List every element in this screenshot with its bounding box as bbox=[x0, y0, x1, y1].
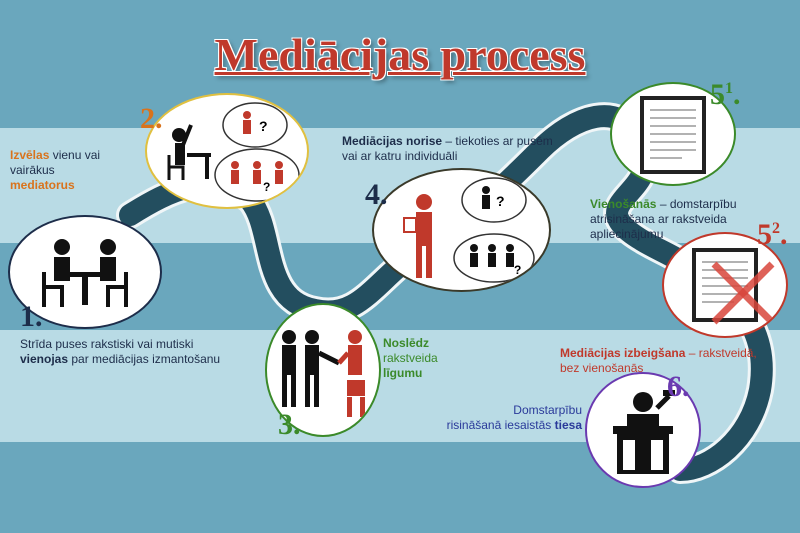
step-6-bold: tiesa bbox=[554, 418, 582, 432]
judge-icon bbox=[613, 390, 675, 474]
step-3-number: 3. bbox=[278, 408, 301, 441]
step-6-text: Domstarpību risināšanā iesaistās tiesa bbox=[440, 403, 582, 433]
step-5-1-rest: – domstarpību bbox=[656, 197, 737, 211]
handshake-icon bbox=[282, 330, 365, 417]
step-2-mid: vienu vai vairākus bbox=[10, 148, 101, 177]
step-4-illustration: ? ? bbox=[403, 177, 535, 283]
step-4-text: Mediācijas norise – tiekoties ar pusēm v… bbox=[342, 134, 582, 164]
step-3-line2: rakstveida bbox=[383, 351, 438, 365]
step-3-text: Noslēdz rakstveida līgumu bbox=[383, 336, 463, 381]
step-2-text: Izvēlas vienu vai vairākus mediatorus bbox=[10, 148, 145, 193]
step-4-bubble: ? ? bbox=[372, 168, 551, 292]
step-1-number: 1. bbox=[20, 300, 43, 333]
crossed-document-icon bbox=[692, 248, 775, 325]
step-5-1-num: 5 bbox=[710, 78, 725, 111]
svg-text:?: ? bbox=[263, 180, 270, 194]
step-5-2-num: 5 bbox=[757, 218, 772, 251]
step-5-1-line3: apliecinājumu bbox=[590, 227, 664, 241]
step-5-2-bold: Mediācijas izbeigšana bbox=[560, 346, 686, 360]
group-question-icon: ? bbox=[231, 161, 283, 194]
step-4-bold: Mediācijas norise bbox=[342, 134, 443, 148]
step-5-2-number: 52. bbox=[757, 218, 788, 252]
step-5-1-bold: Vienošanās bbox=[590, 197, 657, 211]
step-2-number: 2. bbox=[140, 102, 163, 135]
person-question-icon: ? bbox=[243, 111, 268, 134]
step-6-bubble bbox=[585, 372, 701, 488]
step-5-2-line2: bez vienošanās bbox=[560, 361, 644, 375]
page-title: Mediācijas process bbox=[214, 29, 586, 80]
step-4-number: 4. bbox=[365, 178, 388, 211]
step-5-2-sup: 2 bbox=[772, 220, 780, 237]
step-5-2-text: Mediācijas izbeigšana – rakstveidā, bez … bbox=[560, 346, 790, 376]
step-1-bold: vienojas bbox=[20, 352, 69, 366]
step-5-2-dot: . bbox=[780, 218, 788, 251]
step-1-line1: Strīda puses rakstiski vai mutiski bbox=[20, 337, 194, 351]
step-1-text: Strīda puses rakstiski vai mutiski vieno… bbox=[20, 337, 250, 367]
step-2-illustration: ? ? bbox=[167, 102, 300, 202]
raising-hand-icon bbox=[167, 124, 211, 180]
step-5-1-number: 51. bbox=[710, 78, 741, 112]
step-6-line2: risināšanā iesaistās bbox=[446, 418, 552, 432]
step-2-bold2: mediatorus bbox=[10, 178, 75, 192]
step-5-1-line2: atrisināšana ar rakstveida bbox=[590, 212, 727, 226]
step-2-bold1: Izvēlas bbox=[10, 148, 50, 162]
step-6-line1: Domstarpību bbox=[513, 403, 582, 417]
step-5-2-bubble bbox=[662, 232, 788, 338]
step-6-number: 6. bbox=[667, 370, 690, 403]
people-at-table-icon bbox=[42, 239, 128, 307]
step-2-bubble: ? ? bbox=[145, 93, 309, 209]
svg-text:?: ? bbox=[514, 263, 521, 277]
step-5-2-rest: – rakstveidā, bbox=[685, 346, 757, 360]
step-1-bubble bbox=[8, 215, 162, 329]
svg-text:?: ? bbox=[259, 118, 268, 134]
document-icon bbox=[640, 96, 706, 174]
step-3-bubble bbox=[265, 303, 381, 437]
step-1-rest: par mediācijas izmantošanu bbox=[68, 352, 221, 366]
step-4-line2: vai ar katru individuāli bbox=[342, 149, 458, 163]
step-5-1-dot: . bbox=[733, 78, 741, 111]
step-5-1-sup: 1 bbox=[725, 80, 733, 97]
speaker-icon bbox=[403, 194, 432, 278]
step-5-1-bubble bbox=[610, 82, 736, 186]
step-3-bold1: Noslēdz bbox=[383, 336, 430, 350]
step-5-1-text: Vienošanās – domstarpību atrisināšana ar… bbox=[590, 197, 760, 242]
step-3-bold2: līgumu bbox=[383, 366, 423, 380]
svg-text:?: ? bbox=[496, 193, 505, 209]
step-4-rest: – tiekoties ar pusēm bbox=[442, 134, 553, 148]
